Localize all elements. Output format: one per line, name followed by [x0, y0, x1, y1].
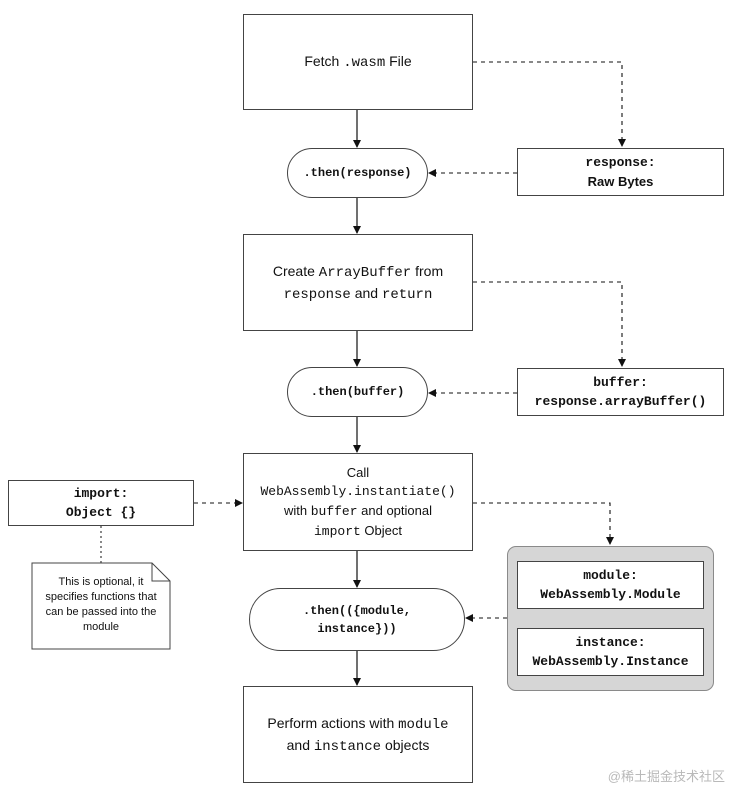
- then-buffer-label: .then(buffer): [310, 385, 405, 399]
- then-response-label: .then(response): [303, 166, 412, 180]
- buffer-code: buffer: [310, 504, 358, 519]
- buffer-key: buffer:: [593, 375, 648, 390]
- return-code: return: [381, 286, 433, 303]
- then-module-line1: .then(({module,: [302, 603, 412, 618]
- optional-note: This is optional, it specifies functions…: [45, 576, 157, 633]
- fetch-text-suffix: File: [385, 53, 412, 69]
- import-value: Object {}: [65, 505, 137, 520]
- create-text-from: from: [411, 262, 444, 279]
- call-text: Call: [346, 465, 370, 480]
- response-code: response: [283, 286, 351, 303]
- step-perform-actions: Perform actions with module and instance…: [243, 686, 473, 783]
- response-key: response:: [585, 155, 656, 170]
- create-text-and: and: [350, 284, 382, 301]
- response-value: Raw Bytes: [587, 174, 654, 189]
- note-shape: [31, 562, 171, 650]
- objects-text: objects: [381, 736, 430, 753]
- instance-code: instance: [313, 738, 382, 755]
- module-value: WebAssembly.Module: [540, 587, 681, 602]
- dashed-connector: [473, 281, 626, 367]
- import-key: import:: [73, 486, 129, 501]
- import-info-box: import: Object {}: [8, 480, 194, 526]
- fetch-text: Fetch: [304, 53, 344, 69]
- arraybuffer-code: ArrayBuffer: [318, 264, 412, 281]
- instance-value: WebAssembly.Instance: [532, 654, 689, 669]
- then-module-instance-step: .then(({module, instance})): [249, 588, 465, 651]
- fetch-code: .wasm: [343, 55, 386, 71]
- step-fetch-wasm: Fetch .wasm File: [243, 14, 473, 110]
- with-text: with: [283, 503, 311, 518]
- then-response-step: .then(response): [287, 148, 428, 198]
- module-code: module: [398, 716, 449, 733]
- perform-text: Perform actions with: [267, 714, 399, 731]
- optional-text: and optional: [357, 503, 432, 518]
- module-key: module:: [583, 568, 638, 583]
- instantiate-code: WebAssembly.instantiate(): [260, 484, 456, 499]
- module-info-box: module: WebAssembly.Module: [517, 561, 704, 609]
- then-module-line2: instance})): [317, 621, 397, 636]
- buffer-value: response.arrayBuffer(): [534, 394, 707, 409]
- note-fold: [151, 563, 170, 582]
- step-create-arraybuffer: Create ArrayBuffer from response and ret…: [243, 234, 473, 331]
- watermark: @稀土掘金技术社区: [607, 769, 725, 784]
- instance-key: instance:: [575, 635, 646, 650]
- instance-info-box: instance: WebAssembly.Instance: [517, 628, 704, 676]
- create-text: Create: [272, 262, 319, 279]
- response-info-box: response: Raw Bytes: [517, 148, 724, 196]
- dashed-connector: [473, 61, 626, 147]
- and-text: and: [286, 736, 314, 753]
- import-code: import: [313, 524, 361, 539]
- step-instantiate: Call WebAssembly.instantiate() with buff…: [243, 453, 473, 551]
- buffer-info-box: buffer: response.arrayBuffer(): [517, 368, 724, 416]
- dashed-connector: [473, 502, 614, 545]
- object-text: Object: [360, 523, 402, 538]
- then-buffer-step: .then(buffer): [287, 367, 428, 417]
